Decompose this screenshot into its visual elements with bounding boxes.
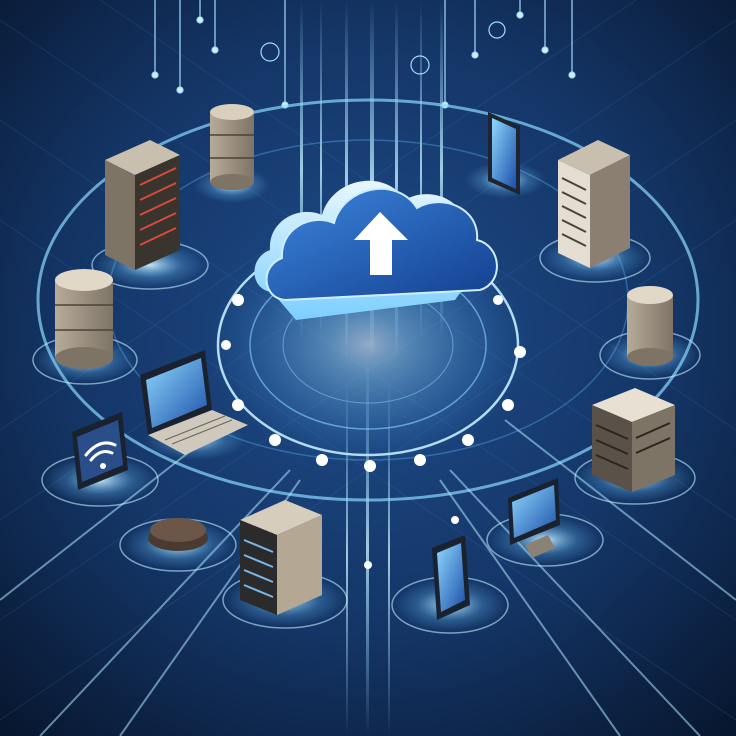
tablet-icon bbox=[488, 112, 520, 195]
wifi-icon bbox=[72, 412, 128, 490]
server-rack-icon bbox=[240, 500, 322, 615]
hanging-nodes bbox=[151, 0, 576, 109]
database-icon bbox=[627, 286, 673, 366]
cloud-upload-icon bbox=[254, 180, 498, 320]
router-icon bbox=[148, 518, 208, 551]
light-beams bbox=[300, 0, 443, 736]
laptop-icon bbox=[508, 478, 560, 558]
server-rack-icon bbox=[105, 140, 180, 270]
server-rack-icon bbox=[592, 388, 675, 492]
tablet-icon bbox=[432, 535, 470, 620]
database-icon bbox=[210, 104, 254, 190]
database-icon bbox=[55, 269, 113, 369]
ring-nodes bbox=[221, 294, 526, 569]
outward-beams bbox=[0, 419, 736, 736]
laptop-icon bbox=[140, 350, 248, 455]
server-rack-icon bbox=[558, 140, 630, 268]
